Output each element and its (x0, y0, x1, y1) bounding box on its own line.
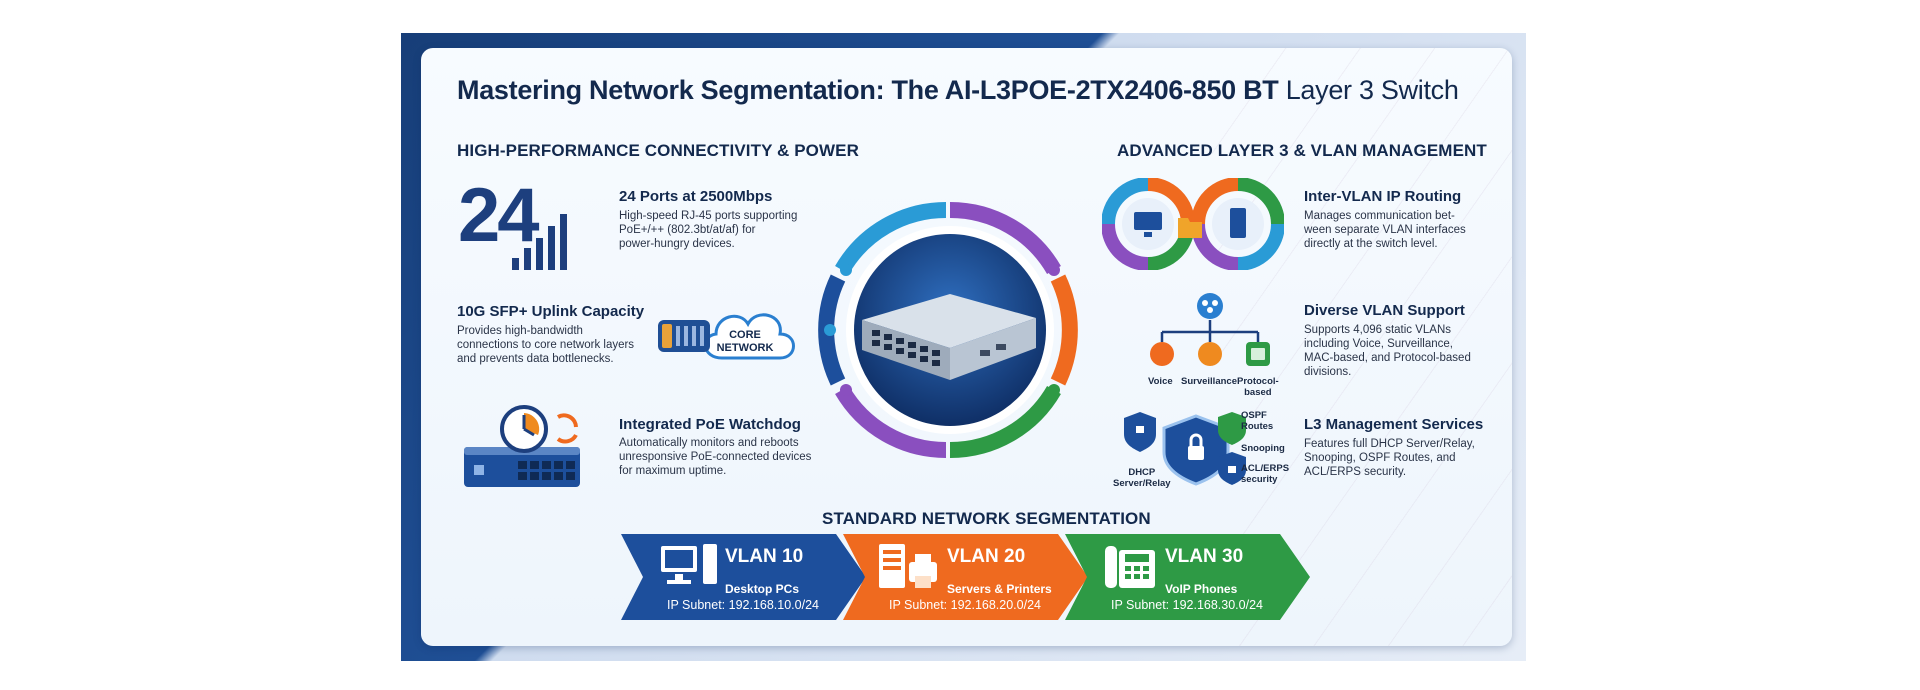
desktop-pc-icon (661, 544, 717, 584)
vlan-20-card: VLAN 20 Servers & Printers IP Subnet: 19… (843, 534, 1088, 620)
vlan-tree-icon (1150, 293, 1270, 366)
right-heading: ADVANCED LAYER 3 & VLAN MANAGEMENT (1117, 141, 1487, 160)
vlan-20-name: VLAN 20 (947, 546, 1026, 567)
cloud-label-network: NETWORK (717, 342, 774, 354)
vlan-10-devices: Desktop PCs (725, 582, 800, 596)
signal-bars-icon (512, 214, 567, 270)
vlan-30-subnet: IP Subnet: 192.168.30.0/24 (1111, 598, 1263, 612)
cloud-label-core: CORE (729, 329, 761, 341)
vlan-20-subnet: IP Subnet: 192.168.20.0/24 (889, 598, 1041, 612)
feature-title-routing: Inter-VLAN IP Routing (1304, 188, 1462, 205)
security-shields-icon (1124, 412, 1246, 486)
vlan-30-name: VLAN 30 (1165, 546, 1244, 567)
shield-label-snooping: Snooping (1241, 443, 1285, 454)
segmentation-heading: STANDARD NETWORK SEGMENTATION (822, 509, 1151, 528)
big-number-24: 24 (458, 173, 540, 258)
vlan-30-card: VLAN 30 VoIP Phones IP Subnet: 192.168.3… (1065, 534, 1310, 620)
vlan-10-card: VLAN 10 Desktop PCs IP Subnet: 192.168.1… (621, 534, 866, 620)
feature-title-sfp: 10G SFP+ Uplink Capacity (457, 303, 645, 320)
tree-label-surveillance: Surveillance (1181, 376, 1237, 387)
feature-title-watchdog: Integrated PoE Watchdog (619, 416, 801, 433)
feature-desc-l3-services: Features full DHCP Server/Relay,Snooping… (1304, 438, 1475, 478)
switch-ring-diagram (818, 201, 1078, 459)
feature-title-vlan-support: Diverse VLAN Support (1304, 302, 1465, 319)
tree-label-protocol: Protocol-based (1237, 376, 1279, 398)
vlan-10-name: VLAN 10 (725, 546, 804, 567)
feature-title-ports: 24 Ports at 2500Mbps (619, 188, 773, 205)
vlan-20-devices: Servers & Printers (947, 582, 1052, 596)
inter-vlan-routing-icon (1102, 178, 1284, 270)
page-title: Mastering Network Segmentation: The AI-L… (457, 75, 1459, 105)
feature-desc-routing: Manages communication bet-ween separate … (1304, 210, 1466, 250)
tree-label-voice: Voice (1148, 376, 1173, 387)
server-printer-icon (879, 544, 937, 588)
feature-title-l3-services: L3 Management Services (1304, 416, 1484, 433)
poe-watchdog-icon (464, 405, 580, 487)
voip-phone-icon (1105, 546, 1155, 588)
vlan-10-subnet: IP Subnet: 192.168.10.0/24 (667, 598, 819, 612)
left-heading: HIGH-PERFORMANCE CONNECTIVITY & POWER (457, 141, 859, 160)
sfp-cloud-icon: CORE NETWORK (658, 313, 795, 360)
vlan-30-devices: VoIP Phones (1165, 582, 1238, 596)
